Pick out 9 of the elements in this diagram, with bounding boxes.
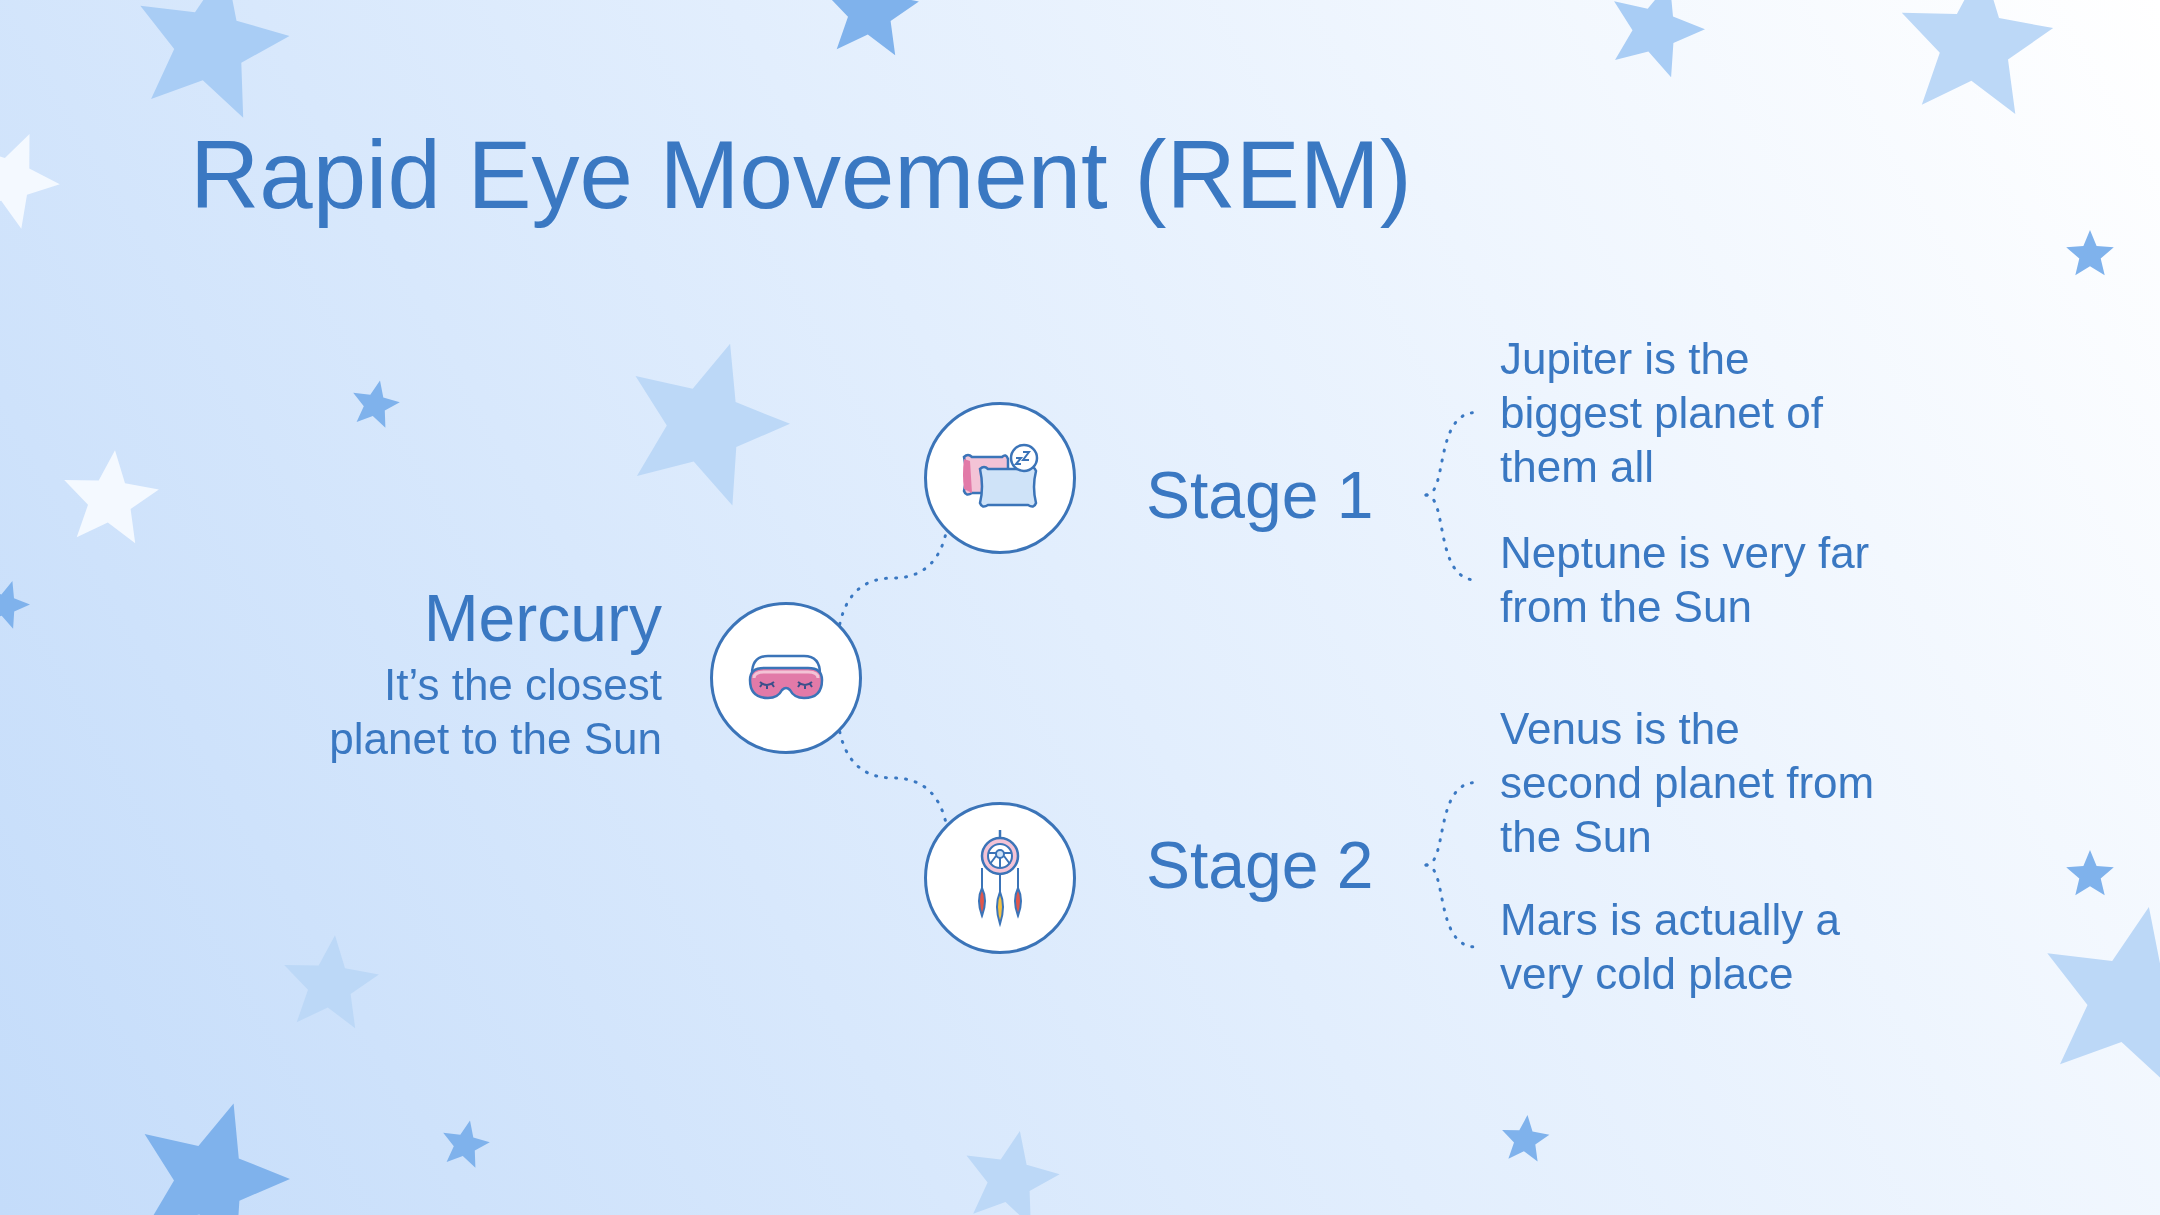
slide-title: Rapid Eye Movement (REM): [190, 120, 1412, 230]
section-heading: Mercury: [422, 580, 662, 656]
description-text: Jupiter is the biggest planet of them all: [1500, 332, 1824, 493]
description-text: Mars is actually a very cold place: [1500, 894, 1841, 1000]
stage-heading: Stage 2: [1146, 827, 1374, 903]
description-text: Venus is the second planet from the Sun: [1500, 702, 1876, 863]
description-text: It’s the closest planet to the Sun: [328, 659, 662, 765]
description-text: Neptune is very far from the Sun: [1500, 527, 1871, 633]
stage-heading: Stage 1: [1146, 457, 1374, 533]
